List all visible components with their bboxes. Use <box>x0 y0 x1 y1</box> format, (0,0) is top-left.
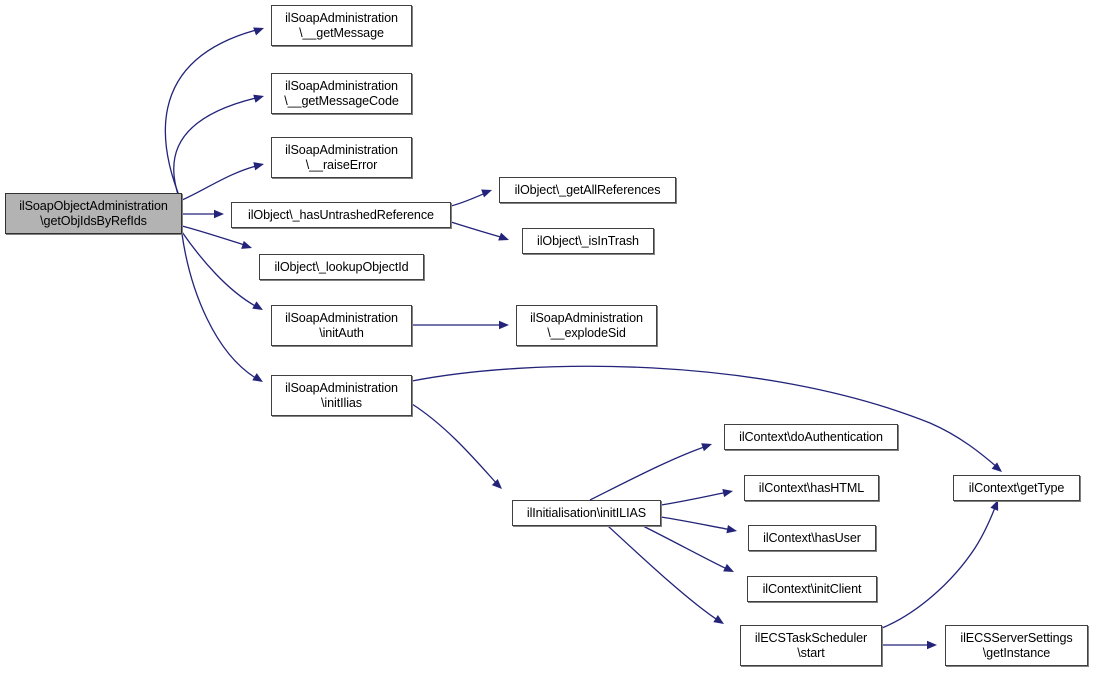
graph-node-getMessageCode[interactable]: ilSoapAdministration \__getMessageCode <box>271 73 412 114</box>
graph-node-label: ilSoapAdministration \initIlias <box>285 380 398 410</box>
graph-node-isInTrash[interactable]: ilObject\_isInTrash <box>522 228 654 254</box>
graph-edge-root-to-initIlias <box>181 233 263 382</box>
graph-node-serverSettings[interactable]: ilECSServerSettings \getInstance <box>945 625 1088 666</box>
graph-edge-root-to-getMessageCode <box>173 94 264 207</box>
graph-node-label: ilInitialisation\initILIAS <box>526 505 647 520</box>
graph-node-label: ilObject\_lookupObjectId <box>274 259 409 274</box>
graph-node-taskScheduler[interactable]: ilECSTaskScheduler \start <box>740 625 882 666</box>
graph-node-initIlias[interactable]: ilSoapAdministration \initIlias <box>271 375 412 416</box>
graph-node-hasUser[interactable]: ilContext\hasUser <box>748 525 876 551</box>
graph-edge-initILIAS-to-taskScheduler <box>607 525 724 624</box>
graph-node-hasHTML[interactable]: ilContext\hasHTML <box>744 475 879 501</box>
graph-node-getMessage[interactable]: ilSoapAdministration \__getMessage <box>271 5 412 46</box>
graph-node-label: ilObject\_isInTrash <box>537 233 639 248</box>
graph-node-getAllReferences[interactable]: ilObject\_getAllReferences <box>499 177 676 203</box>
graph-node-label: ilObject\_getAllReferences <box>514 182 661 197</box>
graph-node-root[interactable]: ilSoapObjectAdministration \getObjIdsByR… <box>5 193 182 234</box>
graph-node-doAuthentication[interactable]: ilContext\doAuthentication <box>724 424 898 450</box>
graph-edge-root-to-hasUntrashedReference <box>182 209 224 219</box>
graph-edge-taskScheduler-to-getType <box>881 500 999 629</box>
graph-node-label: ilObject\_hasUntrashedReference <box>248 207 434 222</box>
graph-node-label: ilContext\getType <box>968 480 1065 495</box>
graph-node-raiseError[interactable]: ilSoapAdministration \__raiseError <box>271 137 412 178</box>
graph-node-label: ilContext\initClient <box>762 581 862 596</box>
graph-node-label: ilECSServerSettings \getInstance <box>960 630 1073 660</box>
graph-node-label: ilContext\hasUser <box>763 530 861 545</box>
graph-node-label: ilSoapAdministration \__raiseError <box>285 142 398 172</box>
graph-edge-initAuth-to-explodeSid <box>412 320 509 330</box>
graph-node-initAuth[interactable]: ilSoapAdministration \initAuth <box>271 305 412 346</box>
graph-edge-root-to-getMessage <box>164 27 264 204</box>
graph-node-label: ilSoapAdministration \__explodeSid <box>530 310 643 340</box>
graph-node-initILIAS[interactable]: ilInitialisation\initILIAS <box>512 500 661 526</box>
graph-node-explodeSid[interactable]: ilSoapAdministration \__explodeSid <box>516 305 657 346</box>
graph-edge-taskScheduler-to-serverSettings <box>882 640 937 650</box>
graph-edge-root-to-raiseError <box>181 162 264 201</box>
graph-edge-initILIAS-to-initClient <box>642 525 734 572</box>
graph-edge-initILIAS-to-hasHTML <box>660 488 733 506</box>
graph-edge-initIlias-to-getType <box>411 365 1002 472</box>
graph-node-lookupObjectId[interactable]: ilObject\_lookupObjectId <box>259 254 424 280</box>
graph-edge-hasUntrashedReference-to-getAllReferences <box>450 189 492 207</box>
graph-edge-root-to-initAuth <box>181 231 263 310</box>
graph-node-label: ilSoapAdministration \initAuth <box>285 310 398 340</box>
graph-node-hasUntrashedReference[interactable]: ilObject\_hasUntrashedReference <box>231 202 451 228</box>
graph-node-label: ilSoapAdministration \__getMessage <box>285 10 398 40</box>
graph-edge-initIlias-to-initILIAS <box>411 403 502 489</box>
graph-node-label: ilECSTaskScheduler \start <box>754 630 868 660</box>
graph-edge-initILIAS-to-doAuthentication <box>589 443 712 501</box>
graph-edge-root-to-lookupObjectId <box>181 225 252 249</box>
graph-node-label: ilContext\hasHTML <box>758 480 865 495</box>
graph-node-label: ilContext\doAuthentication <box>739 429 883 444</box>
graph-node-getType[interactable]: ilContext\getType <box>953 475 1080 501</box>
graph-node-label: ilSoapAdministration \__getMessageCode <box>284 78 399 108</box>
graph-node-initClient[interactable]: ilContext\initClient <box>747 576 877 602</box>
graph-node-label: ilSoapObjectAdministration \getObjIdsByR… <box>19 198 168 228</box>
graph-edge-hasUntrashedReference-to-isInTrash <box>450 221 509 241</box>
graph-edge-initILIAS-to-hasUser <box>660 516 737 534</box>
